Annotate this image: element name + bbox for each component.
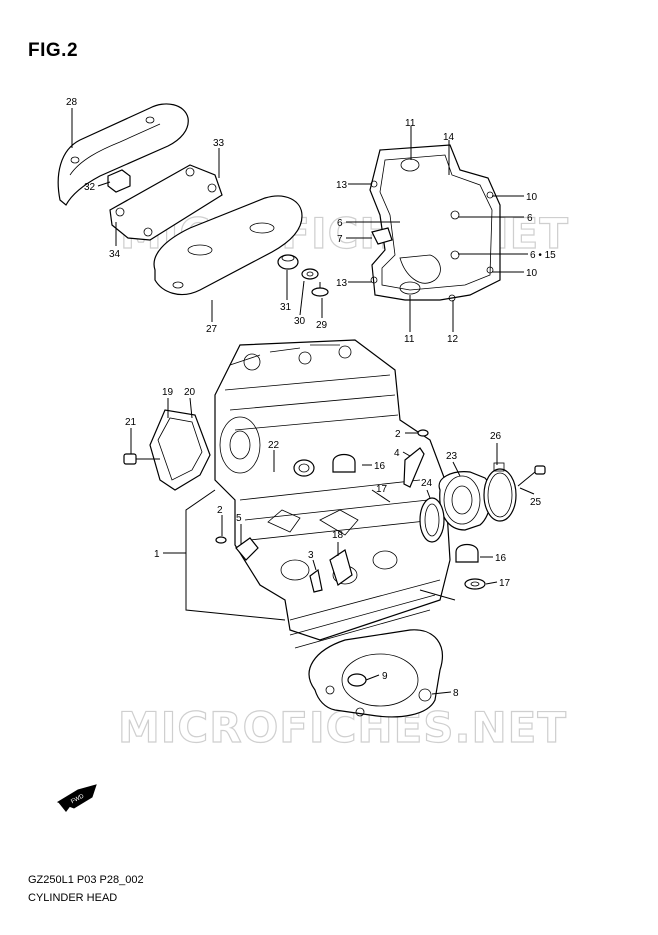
figure-title: FIG.2	[28, 40, 79, 61]
callout-12: 12	[447, 334, 459, 345]
callout-10-bottom: 10	[526, 268, 538, 279]
leader-lines	[71, 108, 535, 695]
part-24-o-ring	[419, 497, 445, 543]
part-27-cover	[153, 195, 303, 295]
callout-32: 32	[84, 182, 96, 193]
callout-17-lower: 17	[499, 578, 511, 589]
callout-2-lower: 2	[217, 505, 223, 516]
callout-13-bottom: 13	[336, 278, 348, 289]
fwd-arrow-icon: FWD	[56, 784, 97, 812]
callout-20: 20	[184, 387, 196, 398]
part-31-grommet	[277, 254, 299, 270]
callout-13-top: 13	[336, 180, 348, 191]
callout-29: 29	[316, 320, 328, 331]
callout-6-left: 6	[337, 218, 343, 229]
part-19-20-side-cover	[149, 409, 211, 491]
callout-18: 18	[332, 530, 344, 541]
part-5-stud	[235, 537, 259, 561]
callout-1: 1	[154, 549, 160, 560]
callout-26: 26	[490, 431, 502, 442]
part-25-bolt	[517, 465, 546, 487]
part-16-cap-nut-upper	[332, 453, 356, 473]
callout-11-top: 11	[405, 118, 416, 129]
callout-9: 9	[382, 671, 388, 682]
callout-33: 33	[213, 138, 225, 149]
callout-14: 14	[443, 132, 455, 143]
callout-6-15: 6 • 15	[530, 250, 556, 261]
callout-23: 23	[446, 451, 458, 462]
callout-25: 25	[530, 497, 542, 508]
callout-3: 3	[308, 550, 314, 561]
part-1-cylinder-head	[214, 339, 451, 649]
callout-31: 31	[280, 302, 292, 313]
part-4-stud	[403, 447, 425, 488]
part-22-seal	[293, 459, 315, 477]
part-2-o-ring-upper	[417, 429, 429, 437]
callout-22: 22	[268, 440, 280, 451]
callout-24: 24	[421, 478, 433, 489]
callout-17-upper: 17	[376, 484, 388, 495]
part-3-spark-plug	[309, 568, 323, 593]
callout-30: 30	[294, 316, 306, 327]
callout-10-top: 10	[526, 192, 538, 203]
figure-name: CYLINDER HEAD	[28, 892, 118, 904]
part-8-head-gasket	[308, 629, 443, 718]
callout-2-upper: 2	[395, 429, 401, 440]
callout-19: 19	[162, 387, 174, 398]
callout-6-right: 6	[527, 213, 533, 224]
callout-5: 5	[236, 513, 242, 524]
callout-4: 4	[394, 448, 400, 459]
part-18-sensor	[329, 549, 353, 586]
part-28-cover	[57, 103, 189, 206]
part-32-block	[107, 169, 131, 193]
callout-21: 21	[125, 417, 137, 428]
part-16-cap-nut-lower	[455, 543, 479, 563]
part-9-dowel	[347, 673, 367, 687]
head-cover-gasket	[369, 144, 501, 302]
part-33-bracket	[109, 164, 223, 241]
part-21-bolt	[123, 453, 160, 465]
callout-16-upper: 16	[374, 461, 386, 472]
part-2-o-ring-lower	[215, 536, 227, 544]
part-29-bolt	[311, 282, 329, 297]
part-26-clamp	[483, 462, 517, 522]
model-code: GZ250L1 P03 P28_002	[28, 874, 144, 886]
part-23-intake-pipe	[438, 471, 492, 531]
callout-7: 7	[337, 234, 343, 245]
callout-labels: 28 33 32 34 27 31 30 29 11 14 13 10 6 6 …	[66, 97, 556, 699]
callout-8: 8	[453, 688, 459, 699]
callout-27: 27	[206, 324, 218, 335]
callout-11-bottom: 11	[404, 334, 415, 345]
callout-16-lower: 16	[495, 553, 507, 564]
part-17-washer	[464, 578, 486, 590]
callout-34: 34	[109, 249, 121, 260]
part-30-washer	[301, 268, 319, 280]
callout-28: 28	[66, 97, 78, 108]
